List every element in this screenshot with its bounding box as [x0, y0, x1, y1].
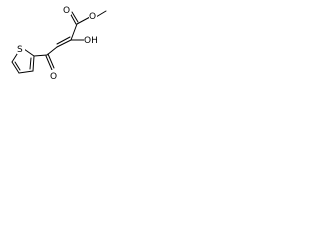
- bond-ring-c4-c5-inner: [14, 61, 21, 71]
- bond-ketone-double-1: [45, 55, 53, 71]
- bond-ch-ketone-c: [46, 46, 58, 56]
- bond-enol-double-2: [56, 36, 71, 45]
- bond-ring-c2-c3: [32, 55, 35, 72]
- bond-enol-double-1: [56, 39, 72, 48]
- bond-ring-s-c2: [23, 48, 35, 57]
- atom-hydroxyl: OH: [84, 36, 98, 46]
- bond-ring-c3-c4: [18, 70, 34, 74]
- bond-carbonyl-double-2: [71, 11, 79, 23]
- atom-ester-o: O: [89, 12, 96, 22]
- bond-ring-c4-c5: [11, 61, 20, 74]
- bond-ester-o-carbonyl-c: [76, 16, 91, 25]
- atom-thiophene-s: S: [17, 45, 23, 55]
- bond-ketone-c-thiophene: [33, 54, 48, 57]
- atom-ester-carbonyl-o: O: [63, 6, 70, 16]
- structure-diagram: O O OH O S: [11, 5, 107, 82]
- bond-ketone-double-2: [47, 53, 55, 69]
- bond-carbonyl-c-enol-c: [70, 23, 78, 41]
- bond-ring-c2-c3-inner: [29, 57, 32, 70]
- bond-methyl-o: [95, 10, 107, 18]
- atom-ketone-o: O: [50, 72, 57, 82]
